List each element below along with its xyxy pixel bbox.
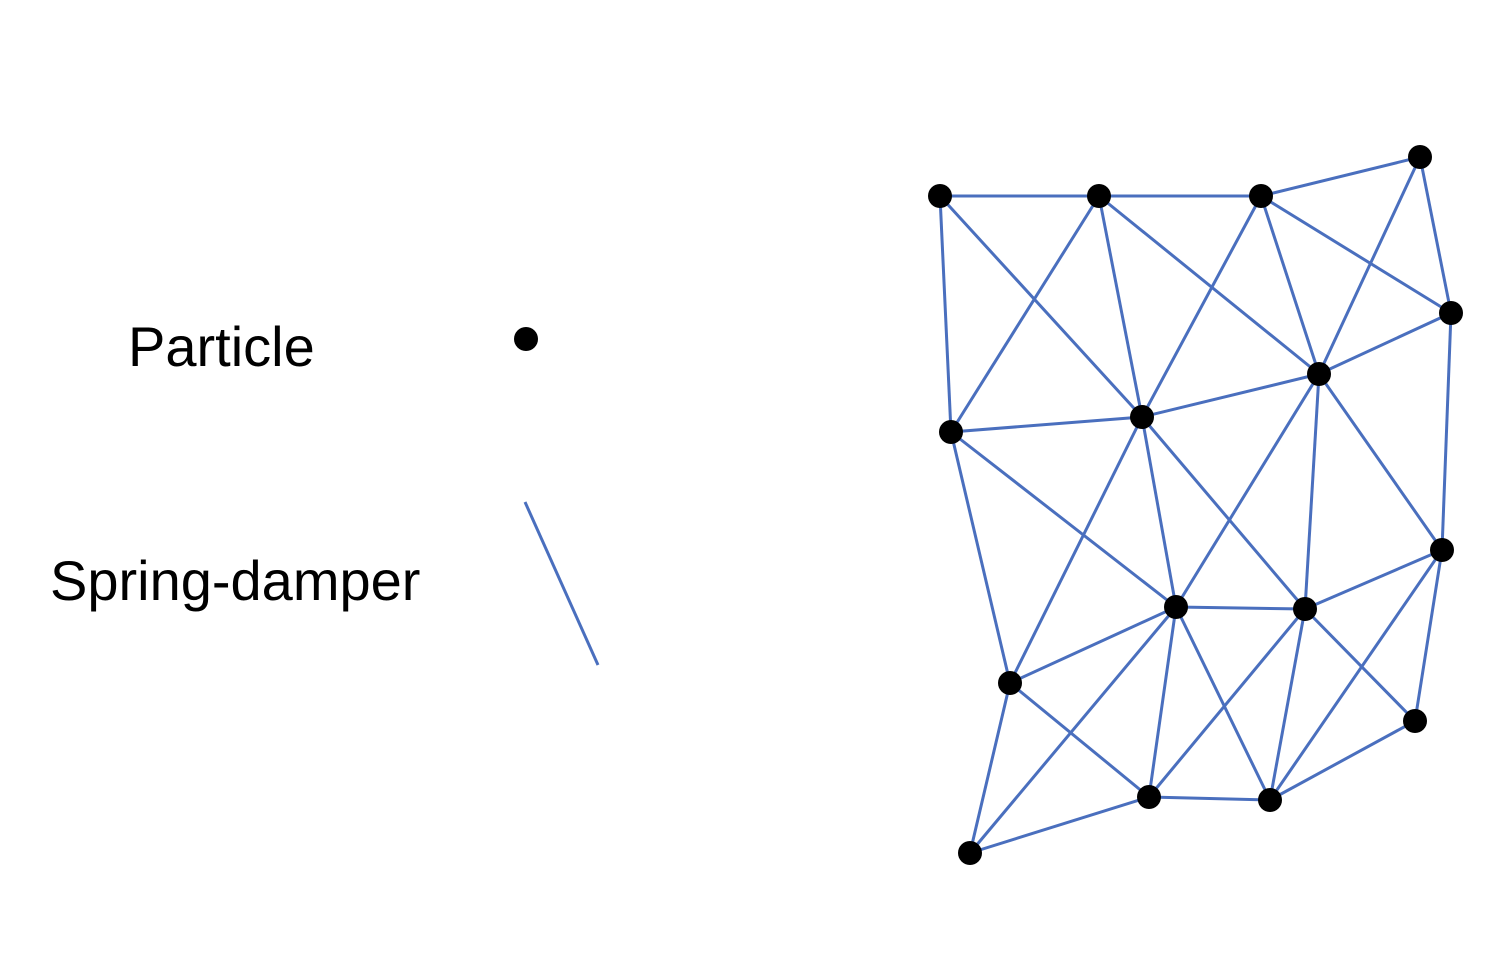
particle-n8 (1307, 362, 1331, 386)
particle-n11 (1430, 538, 1454, 562)
spring-n8-n9 (1174, 373, 1321, 608)
particle-n4 (1408, 145, 1432, 169)
particle-n17 (1403, 709, 1427, 733)
spring-n8-n11 (1317, 373, 1444, 551)
spring-n12-n13 (969, 795, 1150, 855)
spring-n3-n8 (1259, 195, 1321, 375)
legend-particle-dot (514, 327, 538, 351)
spring-n5-n6 (950, 415, 1143, 434)
spring-n6-n14 (1140, 416, 1307, 610)
particle-n1 (928, 184, 952, 208)
spring-n3-n7 (1260, 194, 1452, 315)
spring-n11-n17 (1413, 549, 1444, 722)
spring-n11-n14 (1304, 548, 1443, 611)
spring-n4-n7 (1418, 156, 1453, 314)
mesh-particles (928, 145, 1463, 865)
particle-n15 (1258, 788, 1282, 812)
spring-n5-n10 (949, 431, 1012, 684)
particle-n9 (1164, 595, 1188, 619)
spring-n3-n4 (1260, 155, 1421, 198)
spring-n13-n14 (1147, 608, 1307, 798)
spring-n2-n6 (1097, 195, 1144, 418)
spring-n2-n8 (1098, 194, 1320, 376)
spring-n9-n12 (968, 606, 1178, 854)
spring-n13-n15 (1148, 795, 1271, 802)
spring-n5-n9 (950, 430, 1177, 609)
spring-n11-n15 (1268, 549, 1444, 801)
particle-n2 (1087, 184, 1111, 208)
spring-damper-label: Spring-damper (50, 549, 420, 612)
spring-n6-n8 (1141, 372, 1320, 419)
particle-n7 (1439, 301, 1463, 325)
spring-n9-n13 (1147, 606, 1178, 798)
particle-n14 (1293, 597, 1317, 621)
spring-n3-n6 (1140, 195, 1263, 418)
spring-n8-n14 (1303, 373, 1321, 610)
particle-n3 (1249, 184, 1273, 208)
particle-n13 (1137, 785, 1161, 809)
spring-n7-n11 (1440, 312, 1453, 551)
spring-n10-n13 (1009, 681, 1150, 799)
spring-n10-n12 (968, 682, 1012, 854)
spring-n14-n15 (1268, 608, 1307, 801)
spring-n6-n9 (1140, 416, 1178, 608)
spring-n15-n17 (1269, 719, 1416, 802)
particle-n10 (998, 671, 1022, 695)
particle-label: Particle (128, 315, 315, 378)
spring-n9-n14 (1175, 605, 1306, 611)
legend: Particle Spring-damper (50, 315, 600, 666)
spring-n14-n17 (1303, 607, 1417, 723)
particle-n6 (1130, 405, 1154, 429)
spring-n9-n10 (1009, 605, 1177, 685)
spring-n2-n5 (949, 195, 1101, 433)
spring-n1-n6 (938, 194, 1144, 419)
legend-spring-line (523, 501, 600, 666)
spring-n9-n15 (1174, 606, 1272, 801)
spring-n7-n8 (1318, 311, 1452, 376)
spring-n4-n8 (1317, 156, 1422, 375)
particle-n12 (958, 841, 982, 865)
spring-n6-n10 (1008, 416, 1144, 684)
spring-n1-n5 (938, 195, 953, 433)
particle-n5 (939, 420, 963, 444)
mesh-springs (938, 155, 1453, 855)
